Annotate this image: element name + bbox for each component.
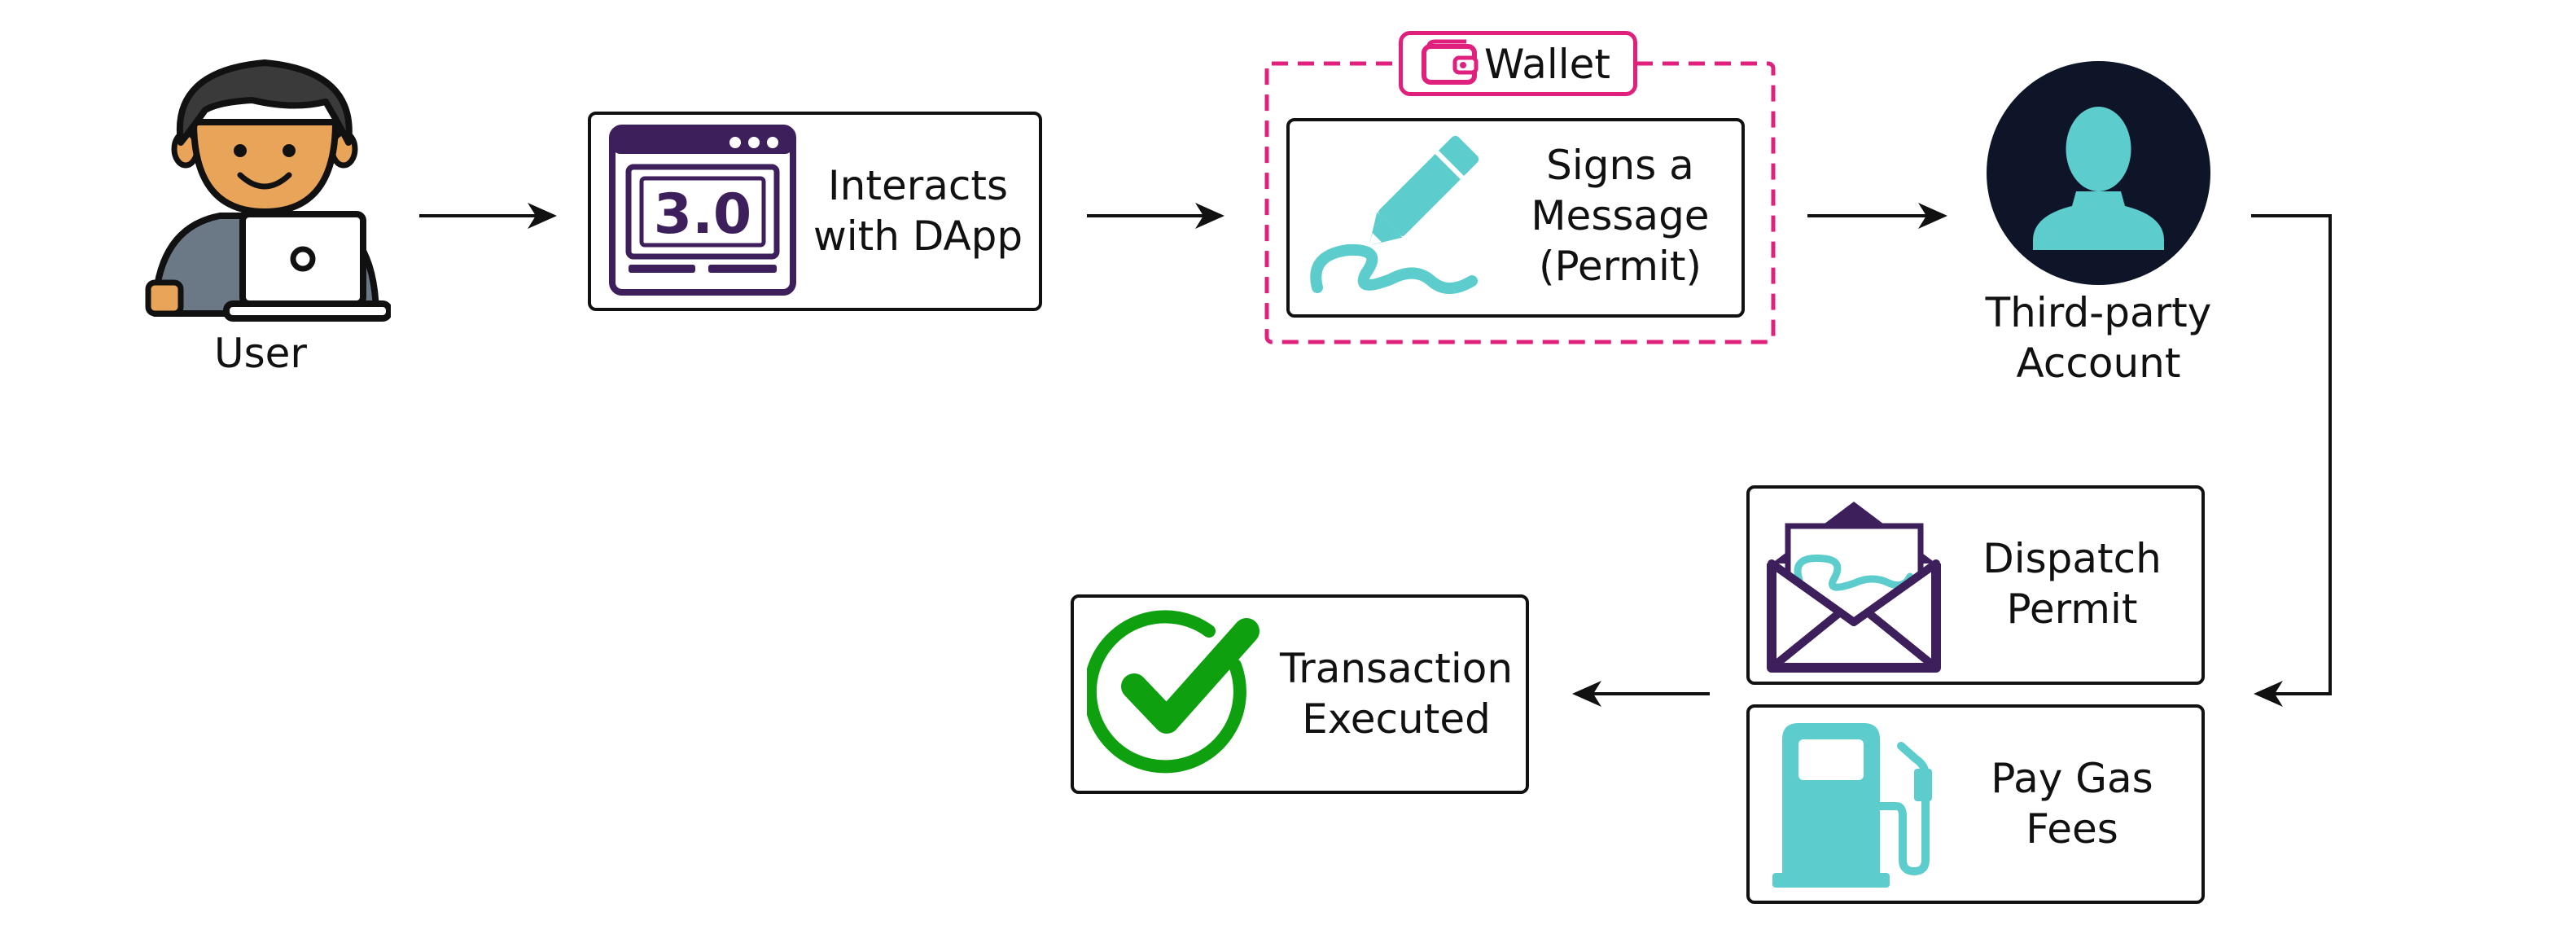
- dapp-label: Interacts with DApp: [813, 162, 1023, 260]
- third-party-label: Third-party Account: [1985, 289, 2212, 387]
- pen-signature-icon: [1301, 134, 1496, 305]
- fuel-pump-icon: [1771, 717, 1942, 892]
- sign-label: Signs a Message (Permit): [1531, 142, 1710, 290]
- gas-label: Pay Gas Fees: [1991, 755, 2153, 853]
- wallet-title: Wallet: [1484, 41, 1611, 88]
- wallet-tag: Wallet: [1399, 31, 1637, 96]
- user-label: User: [214, 330, 307, 377]
- checkmark-icon: [1087, 607, 1270, 782]
- dispatch-label: Dispatch Permit: [1982, 535, 2162, 633]
- third-party-node: [1987, 61, 2210, 285]
- user-laptop-icon: [145, 59, 391, 322]
- dapp-badge: 3.0: [654, 182, 751, 247]
- dapp-window-icon: 3.0: [609, 125, 796, 296]
- person-silhouette-icon: [1987, 61, 2210, 285]
- user-node: [130, 53, 391, 330]
- executed-label: Transaction Executed: [1279, 645, 1514, 743]
- envelope-icon: [1767, 498, 1942, 673]
- wallet-icon: [1422, 39, 1479, 85]
- connector-third-party-to-dispatch: [2251, 214, 2332, 707]
